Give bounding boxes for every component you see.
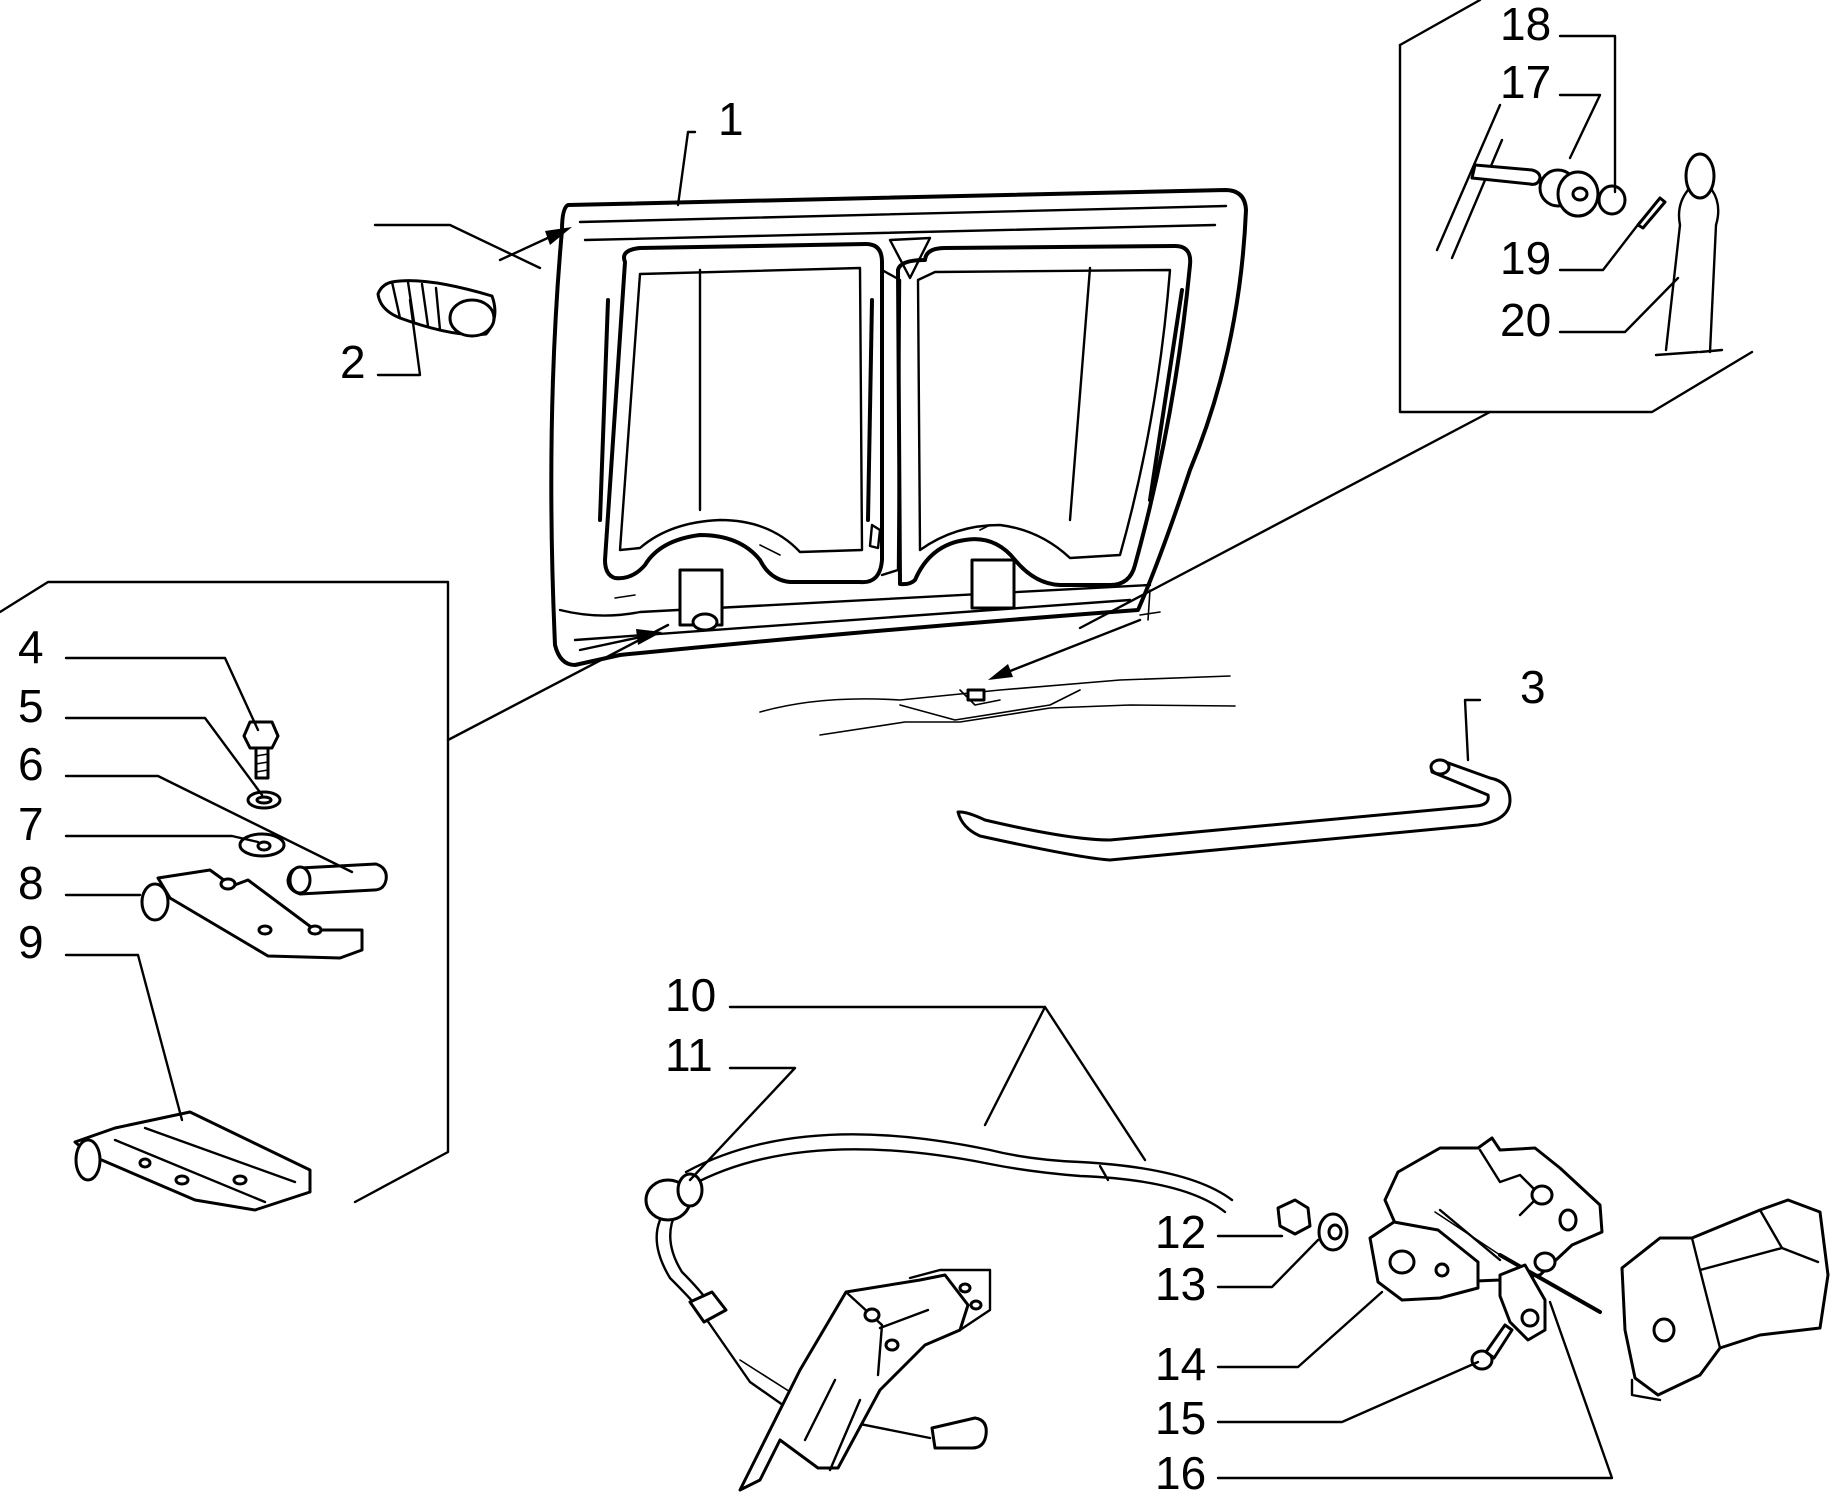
part-18-washer (1597, 184, 1627, 216)
callout-11: 11 (665, 1029, 713, 1081)
release-handle-bracket (738, 1268, 992, 1492)
part-10-release-cable (655, 1133, 1234, 1450)
callout-16: 16 (1155, 1447, 1206, 1496)
hood-panel (549, 188, 1248, 667)
part-2-bump-stop (376, 279, 497, 338)
part-7-washer (238, 832, 286, 858)
callout-13: 13 (1155, 1258, 1206, 1310)
part-12-nut (1276, 1198, 1312, 1236)
hinge-inset-frame (0, 580, 670, 1204)
front-body-panel (759, 589, 1236, 736)
part-5-lock-washer (246, 790, 282, 810)
part-3-hood-prop-rod (956, 758, 1512, 862)
callout-17: 17 (1500, 56, 1551, 108)
callout-15: 15 (1155, 1392, 1206, 1444)
callout-12: 12 (1155, 1206, 1206, 1258)
callout-3: 3 (1520, 661, 1546, 713)
part-6-hinge-pin (286, 862, 388, 896)
part-16-spring-clip (1498, 1251, 1557, 1342)
part-15-screw (1470, 1323, 1514, 1371)
callout-9: 9 (18, 916, 44, 968)
assembly-arrows (373, 223, 1142, 680)
callout-numbers: 1 2 3 4 5 6 7 8 9 10 11 12 13 14 15 16 1… (18, 0, 1551, 1496)
part-4-bolt (242, 720, 280, 780)
callout-18: 18 (1500, 0, 1551, 50)
latch-striker-cover (1620, 1198, 1830, 1402)
part-13-washer (1317, 1212, 1349, 1252)
catch-inset-frame (1078, 0, 1754, 630)
callout-1: 1 (718, 93, 744, 145)
leader-lines (64, 34, 1680, 1480)
callout-5: 5 (18, 680, 44, 732)
callout-14: 14 (1155, 1338, 1206, 1390)
callout-2: 2 (340, 336, 366, 388)
part-19-cotter-pin (1636, 196, 1667, 230)
callout-4: 4 (18, 621, 44, 673)
callout-19: 19 (1500, 232, 1551, 284)
inset-body-edge (1435, 103, 1542, 260)
part-17-bushing (1538, 168, 1600, 218)
callout-8: 8 (18, 857, 44, 909)
callout-20: 20 (1500, 294, 1551, 346)
part-8-upper-hinge (140, 868, 364, 960)
callout-6: 6 (18, 738, 44, 790)
part-9-lower-hinge (73, 1110, 312, 1212)
part-14-latch-plate (1368, 1220, 1480, 1302)
part-20-safety-catch-wire (1654, 152, 1724, 357)
part-11-cable-grommet (644, 1172, 704, 1222)
callout-10: 10 (665, 969, 716, 1021)
callout-7: 7 (18, 798, 44, 850)
